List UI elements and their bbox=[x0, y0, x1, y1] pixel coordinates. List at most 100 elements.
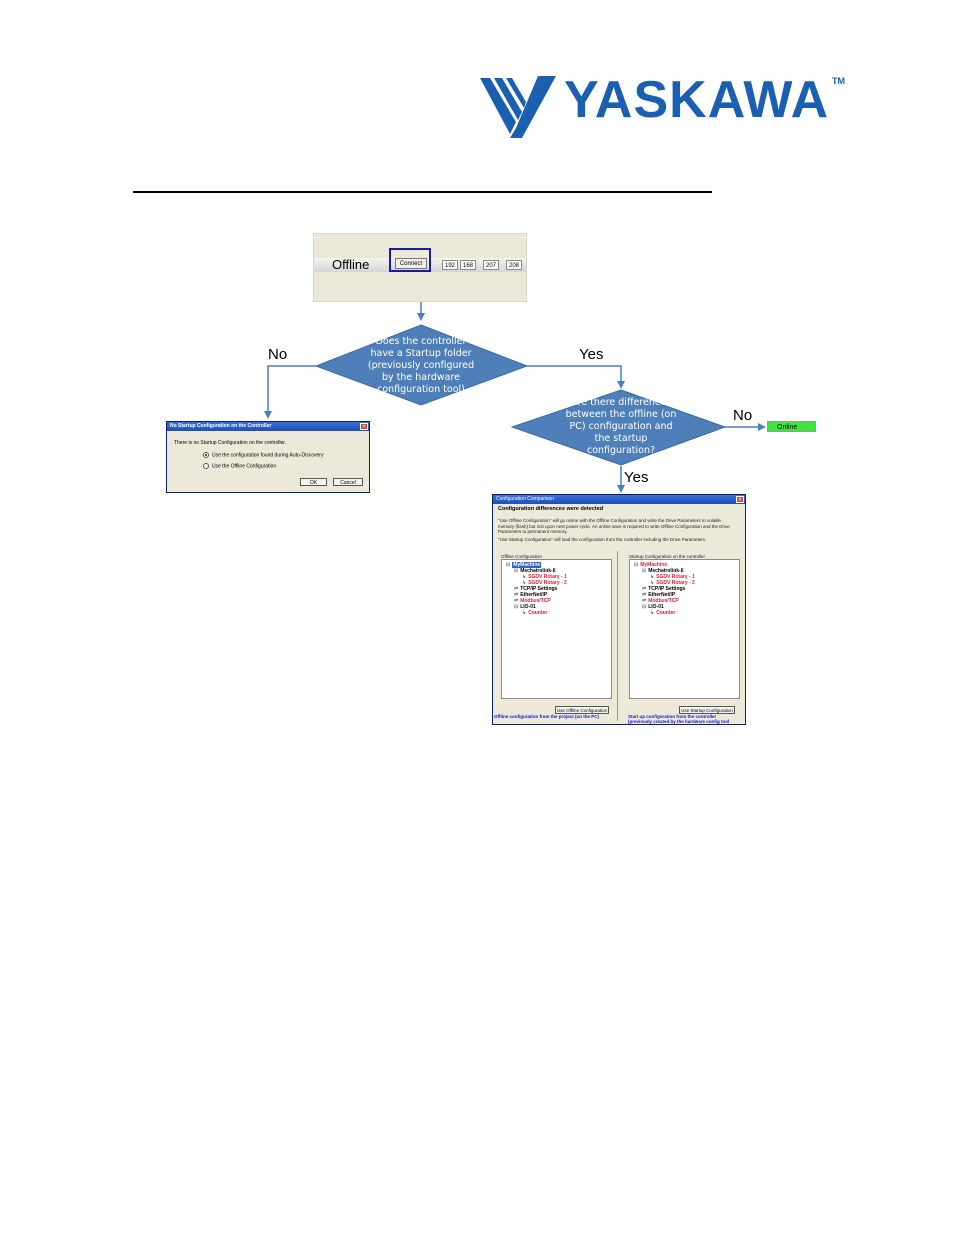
tree-node-icon[interactable]: ⇌ bbox=[642, 598, 647, 604]
tree-node[interactable]: ⇌EtherNet/IP bbox=[514, 592, 547, 598]
tree-node[interactable]: ⇌TCP/IP Settings bbox=[642, 586, 685, 592]
decision2-line: PC) configuration and bbox=[569, 421, 673, 432]
tree-node[interactable]: ↳Counter bbox=[522, 610, 547, 616]
yaskawa-swoosh-icon bbox=[480, 76, 556, 138]
tree-node-label: Counter bbox=[656, 610, 676, 616]
dialog-title: Configuration Comparison bbox=[493, 495, 745, 504]
tree-node-icon[interactable]: ↳ bbox=[650, 580, 655, 586]
decision1-line: have a Startup folder bbox=[370, 348, 472, 359]
connect-button[interactable]: Connect bbox=[395, 258, 427, 269]
tree-node-label: EtherNet/IP bbox=[648, 592, 676, 598]
status-offline-label: Offline bbox=[332, 257, 370, 272]
decision2-diamond bbox=[510, 389, 727, 466]
tree-node[interactable]: ↳SGDV Rotary - 2 bbox=[522, 580, 567, 586]
tree-node-label: SGDV Rotary - 2 bbox=[656, 580, 695, 586]
tree-node[interactable]: ⊟Mechatrolink-II bbox=[514, 568, 556, 574]
tree-node-label: EtherNet/IP bbox=[520, 592, 548, 598]
ip-octet-4[interactable]: 208 bbox=[506, 260, 522, 270]
tree-node-icon[interactable]: ⊟ bbox=[506, 562, 511, 568]
tree-node[interactable]: ↳SGDV Rotary - 1 bbox=[522, 574, 567, 580]
tree-node-icon[interactable]: ↳ bbox=[522, 610, 527, 616]
online-status: Online bbox=[767, 421, 816, 432]
tree-node[interactable]: ⊟MyMachine bbox=[634, 562, 667, 568]
offline-footer-note: Offline configuration from the project (… bbox=[494, 714, 599, 719]
close-icon[interactable]: ✕ bbox=[736, 496, 744, 503]
startup-config-tree[interactable]: ⊟MyMachine⊟Mechatrolink-II↳SGDV Rotary -… bbox=[629, 559, 740, 699]
option-offline-config-label: Use the Offline Configuration bbox=[212, 463, 277, 470]
option-auto-discovery-label: Use the configuration found during Auto-… bbox=[212, 452, 324, 459]
tree-node-icon[interactable]: ⇌ bbox=[514, 586, 519, 592]
tree-node-icon[interactable]: ⇌ bbox=[514, 592, 519, 598]
decision2-line: configuration? bbox=[586, 445, 656, 456]
tree-node-icon[interactable]: ⊟ bbox=[642, 604, 647, 610]
use-startup-config-button[interactable]: Use Startup Configuration bbox=[679, 706, 735, 714]
decision2-line: between the offline (on bbox=[565, 409, 677, 420]
tree-node-label: MyMachine bbox=[640, 562, 668, 568]
dialog-title: No Startup Configuration on the Controll… bbox=[167, 422, 369, 431]
tree-node[interactable]: ↳SGDV Rotary - 1 bbox=[650, 574, 695, 580]
offline-config-explanation: "Use Offline Configuration" will go onli… bbox=[498, 518, 730, 534]
use-offline-config-button[interactable]: Use Offline Configuration bbox=[555, 706, 609, 714]
flowchart-connectors bbox=[264, 302, 766, 493]
tree-node-icon[interactable]: ↳ bbox=[650, 610, 655, 616]
tree-node-icon[interactable]: ↳ bbox=[522, 580, 527, 586]
tree-node[interactable]: ⊟LIO-01 bbox=[642, 604, 664, 610]
tree-node[interactable]: ↳SGDV Rotary - 2 bbox=[650, 580, 695, 586]
tree-node[interactable]: ⊟MyMachine bbox=[506, 562, 542, 568]
ok-button[interactable]: OK bbox=[300, 478, 327, 486]
ip-octet-3[interactable]: 207 bbox=[483, 260, 499, 270]
tree-node-label: Mechatrolink-II bbox=[520, 568, 556, 574]
ip-octet-2[interactable]: 168 bbox=[460, 260, 476, 270]
offline-config-tree[interactable]: ⊟MyMachine⊟Mechatrolink-II↳SGDV Rotary -… bbox=[501, 559, 612, 699]
tree-node-icon[interactable]: ⊟ bbox=[642, 568, 647, 574]
tree-node[interactable]: ⇌Modbus/TCP bbox=[642, 598, 679, 604]
no-startup-config-dialog: No Startup Configuration on the Controll… bbox=[166, 421, 370, 493]
decision1-line: Does the controller bbox=[375, 336, 467, 347]
header-rule bbox=[133, 191, 712, 193]
ip-octet-1[interactable]: 192 bbox=[442, 260, 458, 270]
decision1-diamond bbox=[314, 324, 529, 406]
tree-node-icon[interactable]: ⊟ bbox=[514, 604, 519, 610]
tree-node[interactable]: ⊟Mechatrolink-II bbox=[642, 568, 684, 574]
tree-node-icon[interactable]: ↳ bbox=[650, 574, 655, 580]
dialog-message: There is no Startup Configuration on the… bbox=[174, 440, 287, 446]
tree-node-icon[interactable]: ⊟ bbox=[514, 568, 519, 574]
decision1-line: configuration tool) bbox=[377, 384, 465, 395]
tree-node-icon[interactable]: ⇌ bbox=[514, 598, 519, 604]
yaskawa-logo: YASKAWA TM bbox=[476, 71, 848, 144]
tree-node-icon[interactable]: ↳ bbox=[522, 574, 527, 580]
connection-toolbar: Offline Connect 192 168 207 208 bbox=[313, 233, 527, 302]
decision2-yes-label: Yes bbox=[624, 469, 649, 486]
tree-node[interactable]: ⊟LIO-01 bbox=[514, 604, 536, 610]
panel-divider bbox=[617, 551, 618, 721]
decision1-line: by the hardware bbox=[381, 372, 461, 383]
tree-node-label: TCP/IP Settings bbox=[648, 586, 686, 592]
offline-config-label: Offline Configuration bbox=[501, 554, 542, 559]
startup-config-label: Startup Configuration on the controller bbox=[629, 554, 706, 559]
tree-node-label: SGDV Rotary - 1 bbox=[528, 574, 567, 580]
brand-name: YASKAWA bbox=[564, 71, 830, 129]
option-auto-discovery[interactable]: Use the configuration found during Auto-… bbox=[203, 452, 323, 458]
differences-heading: Configuration differences were detected bbox=[498, 506, 604, 512]
tree-node-icon[interactable]: ⇌ bbox=[642, 592, 647, 598]
decision2-line: Are there differences bbox=[571, 397, 671, 408]
decision1-text: Does the controller have a Startup folde… bbox=[346, 336, 496, 396]
tree-node-label: LIO-01 bbox=[648, 604, 664, 610]
tree-node[interactable]: ⇌Modbus/TCP bbox=[514, 598, 551, 604]
radio-selected-icon[interactable] bbox=[203, 452, 209, 458]
tree-node-icon[interactable]: ⊟ bbox=[634, 562, 639, 568]
tree-node[interactable]: ⇌EtherNet/IP bbox=[642, 592, 675, 598]
cancel-button[interactable]: Cancel bbox=[333, 478, 363, 486]
decision1-no-label: No bbox=[268, 346, 288, 363]
startup-footer-note-1: Start up configuration from the controll… bbox=[628, 714, 717, 719]
option-offline-config[interactable]: Use the Offline Configuration bbox=[203, 463, 276, 469]
tree-node[interactable]: ↳Counter bbox=[650, 610, 675, 616]
arrow-decision1-yes bbox=[527, 365, 625, 389]
tree-node-label: Mechatrolink-II bbox=[648, 568, 684, 574]
radio-unselected-icon[interactable] bbox=[203, 463, 209, 469]
close-icon[interactable]: ✕ bbox=[360, 423, 368, 430]
tree-node-label: TCP/IP Settings bbox=[520, 586, 558, 592]
tree-node-icon[interactable]: ⇌ bbox=[642, 586, 647, 592]
tree-node[interactable]: ⇌TCP/IP Settings bbox=[514, 586, 557, 592]
decision2-line: the startup bbox=[594, 433, 648, 444]
